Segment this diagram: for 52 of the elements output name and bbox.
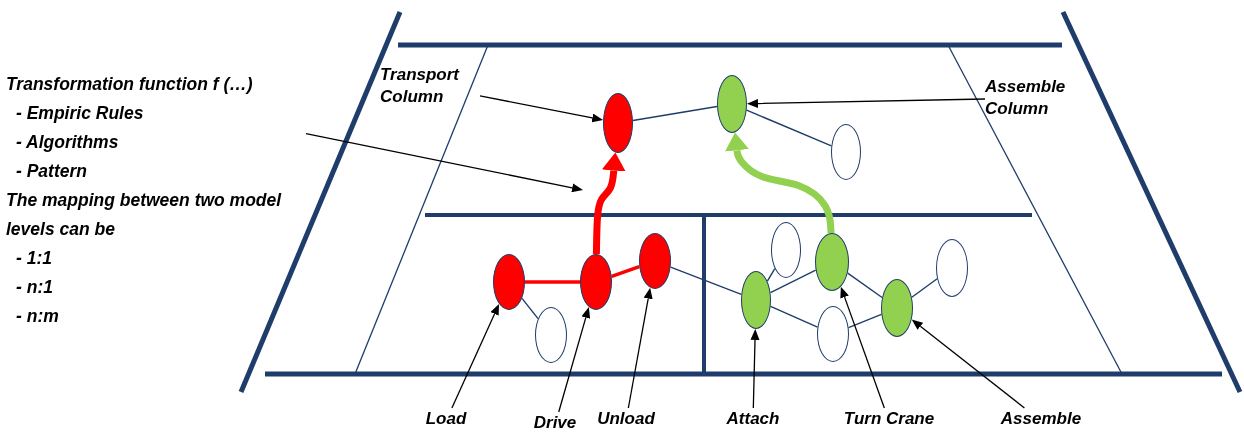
connector-line xyxy=(769,269,817,294)
connector-line xyxy=(525,280,580,284)
connector-line xyxy=(669,266,742,295)
mapping-arrow xyxy=(725,132,835,234)
activity-label: Turn Crane xyxy=(842,408,936,430)
activity-ellipse xyxy=(493,254,525,310)
heading-text: Transformation function f (…) xyxy=(6,73,254,96)
activity-ellipse xyxy=(580,254,612,310)
empty-ellipse xyxy=(535,307,567,363)
activity-label: Unload xyxy=(596,408,656,430)
list-item: - n:m xyxy=(15,305,60,328)
list-item: - Empiric Rules xyxy=(15,102,145,125)
empty-ellipse xyxy=(831,124,861,180)
column-label: Transport Column xyxy=(380,64,461,108)
leader-line xyxy=(747,98,986,108)
activity-label: Assemble xyxy=(999,408,1083,430)
mapping-arrow xyxy=(592,152,626,255)
activity-ellipse xyxy=(639,233,671,289)
list-item: - n:1 xyxy=(15,276,54,299)
activity-ellipse xyxy=(741,271,771,329)
activity-label: Attach xyxy=(725,408,781,430)
activity-ellipse xyxy=(717,75,747,133)
connector-line xyxy=(745,109,833,147)
activity-ellipse xyxy=(881,279,913,337)
connector-line xyxy=(611,264,640,279)
connector-line xyxy=(766,267,776,282)
empty-ellipse xyxy=(817,306,849,362)
activity-ellipse xyxy=(603,93,633,153)
empty-ellipse xyxy=(771,222,801,278)
connector-line xyxy=(769,305,819,328)
connector-line xyxy=(847,272,883,299)
connector-line xyxy=(911,278,938,298)
leader-line xyxy=(840,286,885,409)
connector-line xyxy=(847,313,883,329)
connector-line xyxy=(632,105,718,122)
activity-label: Load xyxy=(424,408,468,430)
leader-line xyxy=(451,303,500,409)
list-item: - Algorithms xyxy=(15,131,120,154)
leader-line xyxy=(479,95,604,123)
leader-line xyxy=(305,133,583,193)
activity-ellipse xyxy=(815,233,849,291)
column-label: Assemble Column xyxy=(985,76,1067,120)
empty-ellipse xyxy=(936,239,968,297)
activity-label: Drive xyxy=(532,412,578,434)
connector-line xyxy=(521,297,539,320)
list-item: - Pattern xyxy=(15,160,88,183)
leader-line xyxy=(558,307,591,413)
leader-line xyxy=(750,328,760,409)
list-item: - 1:1 xyxy=(15,247,53,270)
leader-line xyxy=(627,287,653,409)
note-text: The mapping between two model levels can be xyxy=(6,189,283,241)
leader-line xyxy=(911,319,1026,409)
